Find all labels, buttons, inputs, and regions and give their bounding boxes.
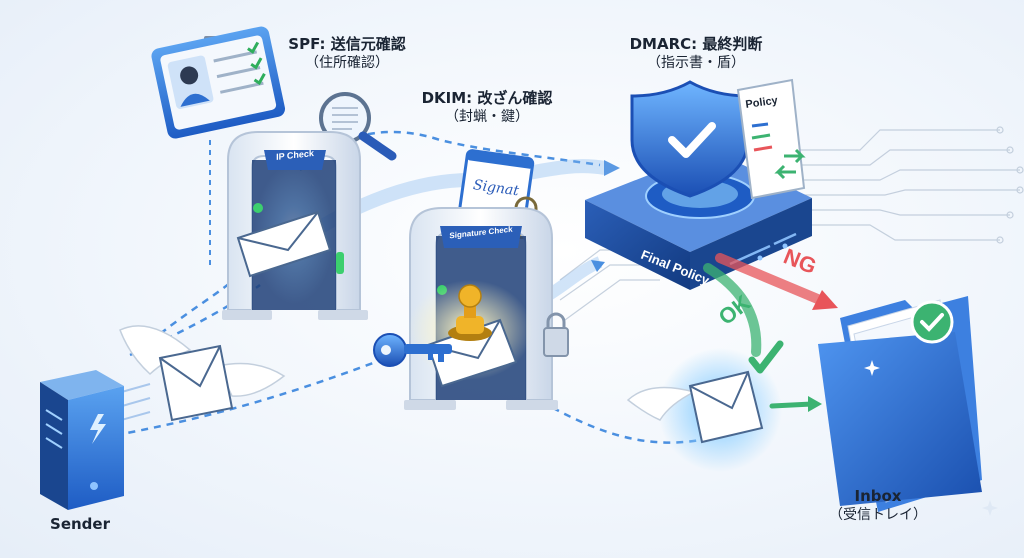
dkim-label: DKIM: 改ざん確認 （封蝋・鍵） bbox=[412, 88, 562, 127]
dkim-title: DKIM: 改ざん確認 bbox=[421, 89, 553, 107]
sender-label: Sender bbox=[50, 515, 110, 533]
spf-subtitle: （住所確認） bbox=[305, 55, 389, 71]
dmarc-label: DMARC: 最終判断 （指示書・盾） bbox=[616, 34, 776, 73]
gate-padlock-icon bbox=[543, 312, 569, 357]
inbox-folder-icon bbox=[818, 296, 982, 512]
dkim-subtitle: （封蝋・鍵） bbox=[445, 109, 529, 125]
key-icon bbox=[373, 333, 452, 367]
wax-seal-stamp-icon bbox=[448, 284, 492, 341]
envelope-spf bbox=[236, 210, 332, 278]
ok-arrow: OK bbox=[703, 263, 762, 357]
circuit-lines bbox=[559, 126, 1024, 321]
inbox-label: Inbox （受信トレイ） bbox=[818, 486, 938, 525]
deliver-arrow bbox=[769, 401, 815, 409]
policy-doc-label: Policy bbox=[745, 94, 780, 111]
winged-envelope-sender bbox=[99, 325, 286, 423]
winged-envelope-delivered bbox=[626, 340, 784, 444]
dmarc-subtitle: （指示書・盾） bbox=[647, 55, 745, 71]
signature-text: Signat bbox=[472, 177, 520, 199]
spf-title: SPF: 送信元確認 bbox=[288, 35, 406, 53]
policy-document-icon: Policy bbox=[736, 78, 806, 200]
spf-label: SPF: 送信元確認 （住所確認） bbox=[262, 34, 432, 73]
inbox-subtitle: （受信トレイ） bbox=[829, 507, 927, 523]
inbox-title: Inbox bbox=[854, 487, 902, 505]
id-card bbox=[151, 26, 286, 139]
shield-icon bbox=[630, 80, 750, 198]
inbox-check-badge-icon bbox=[910, 300, 954, 344]
sender-server-icon bbox=[40, 370, 124, 510]
ng-label: NG bbox=[780, 243, 820, 279]
dmarc-title: DMARC: 最終判断 bbox=[629, 35, 763, 53]
magnifier-icon bbox=[319, 92, 397, 161]
